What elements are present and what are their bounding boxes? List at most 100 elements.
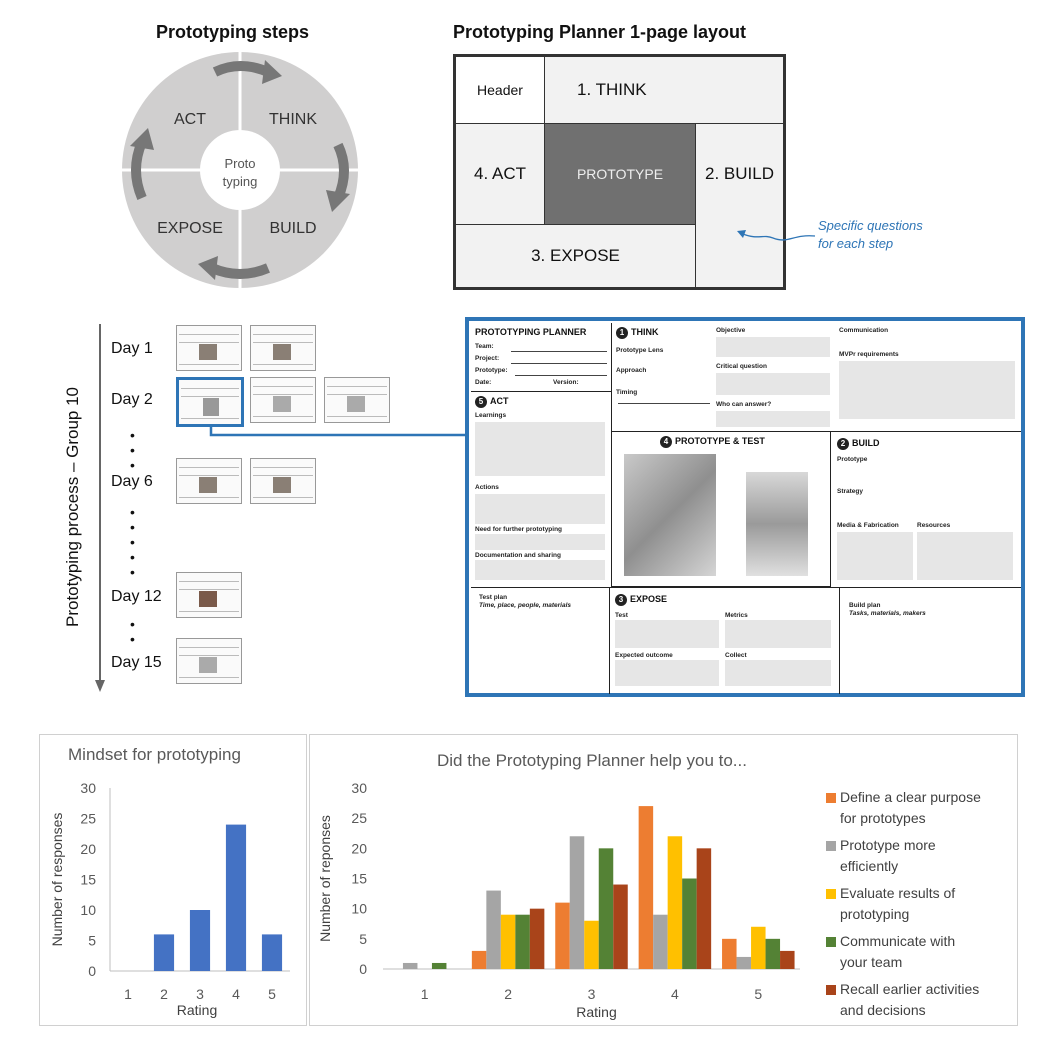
chart1-ytick: 20 [80,841,96,857]
prototype-photo-1 [624,454,716,576]
chart2-xtick: 4 [671,986,679,1002]
chart1-title: Mindset for prototyping [68,745,241,764]
layout-note: Specific questions for each step [818,217,923,253]
chart1-ytick: 5 [88,933,96,949]
think-heading: THINK [631,327,659,337]
planner-thumbnail[interactable] [250,325,316,371]
chart2-ylabel: Number of reponses [317,815,333,942]
chart2-bar [515,914,530,969]
chart2-bar [598,848,614,969]
ellipsis-dots-1: ••• [130,427,135,473]
chart2-bar [555,902,570,969]
legend-swatch [826,841,836,851]
legend-swatch [826,985,836,995]
cycle-expose-label: EXPOSE [157,220,223,237]
legend-swatch [826,793,836,803]
legend-label-line: Evaluate results of [840,885,956,901]
chart2-ytick: 20 [351,840,367,856]
chart2-xtick: 1 [421,986,429,1002]
prototype-test-heading: PROTOTYPE & TEST [675,436,765,446]
chart2-bar [780,950,795,969]
arrow-act-to-think [212,61,270,77]
chart2-bar [751,926,766,969]
field-date: Date: [475,379,492,386]
legend-label-line: your team [840,954,903,970]
chart2-bar [696,848,712,969]
planner-think-right: Communication MVPr requirements [835,323,1021,431]
chart1-ylabel: Number of responses [49,813,65,947]
process-axis: Prototyping process – Group 10 [63,324,105,692]
chart2-ytick: 0 [359,961,367,977]
chart2-bar [431,962,447,969]
chart2-xtick: 3 [588,986,596,1002]
cycle-act-label: ACT [174,111,206,128]
day-label-6: Day 6 [111,473,153,490]
chart2-bar [638,806,654,969]
chart2-bar [529,908,545,969]
legend-swatch [826,889,836,899]
chart1-xtick: 5 [268,986,276,1002]
layout-title: Prototyping Planner 1-page layout [453,22,747,42]
note-line2: for each step [818,236,894,251]
chart2-ytick: 10 [351,901,367,917]
planner-expose: Test plan Time, place, people, materials… [471,587,1021,694]
layout-prototype-cell: PROTOTYPE [544,123,696,225]
chart1-xlabel: Rating [177,1002,217,1018]
chart1-xtick: 4 [232,986,240,1002]
planner-thumbnail[interactable] [176,458,242,504]
prototyping-cycle-diagram: Proto typing ACT THINK EXPOSE BUILD [122,52,358,288]
day-label-1: Day 1 [111,340,153,357]
planner-thumbnail[interactable] [176,325,242,371]
chart2-bar [402,962,418,969]
prototype-photo-2 [746,472,808,576]
planner-thumbnail[interactable] [176,572,242,618]
chart2-bar [486,890,501,969]
planner-header: PROTOTYPING PLANNER Team: Project: Proto… [471,323,611,391]
act-heading: ACT [490,396,509,406]
layout-header-cell: Header [455,56,545,124]
field-prototype: Prototype: [475,367,508,374]
day-label-15: Day 15 [111,654,162,671]
chart2-ytick: 30 [351,780,367,796]
planner-thumbnail[interactable] [324,377,390,423]
day-label-2: Day 2 [111,391,153,408]
ellipsis-dots-2: ••••• [130,504,135,580]
chart1-xtick: 3 [196,986,204,1002]
chart1-ytick: 10 [80,902,96,918]
layout-expose-cell: 3. EXPOSE [455,224,696,288]
chart2-bar [682,878,697,969]
chart2-bar [653,914,668,969]
chart1-bar [261,934,283,971]
planner-thumbnail[interactable] [250,458,316,504]
layout-act-cell: 4. ACT [455,123,545,225]
chart1-ytick: 25 [80,811,96,827]
legend-swatch [826,937,836,947]
chart2-bar [722,938,737,969]
chart1-bar [225,824,247,971]
planner-thumbnail-selected[interactable] [176,377,244,427]
layout-build-cell: 2. BUILD [695,123,784,288]
chart2-xtick: 5 [754,986,762,1002]
cycle-build-label: BUILD [269,220,316,237]
cycle-center [200,130,280,210]
chart1-bar [189,910,211,971]
chart1-xtick: 2 [160,986,168,1002]
legend-label-line: Prototype more [840,837,936,853]
chart2-bar [569,836,585,969]
planner-thumbnail[interactable] [176,638,242,684]
layout-think-cell: 1. THINK [544,56,784,124]
chart1-xtick: 1 [124,986,132,1002]
day-label-12: Day 12 [111,588,162,605]
process-axis-label: Prototyping process – Group 10 [63,387,82,627]
planner-thumbnail[interactable] [250,377,316,423]
cycle-center-line2: typing [223,174,258,189]
